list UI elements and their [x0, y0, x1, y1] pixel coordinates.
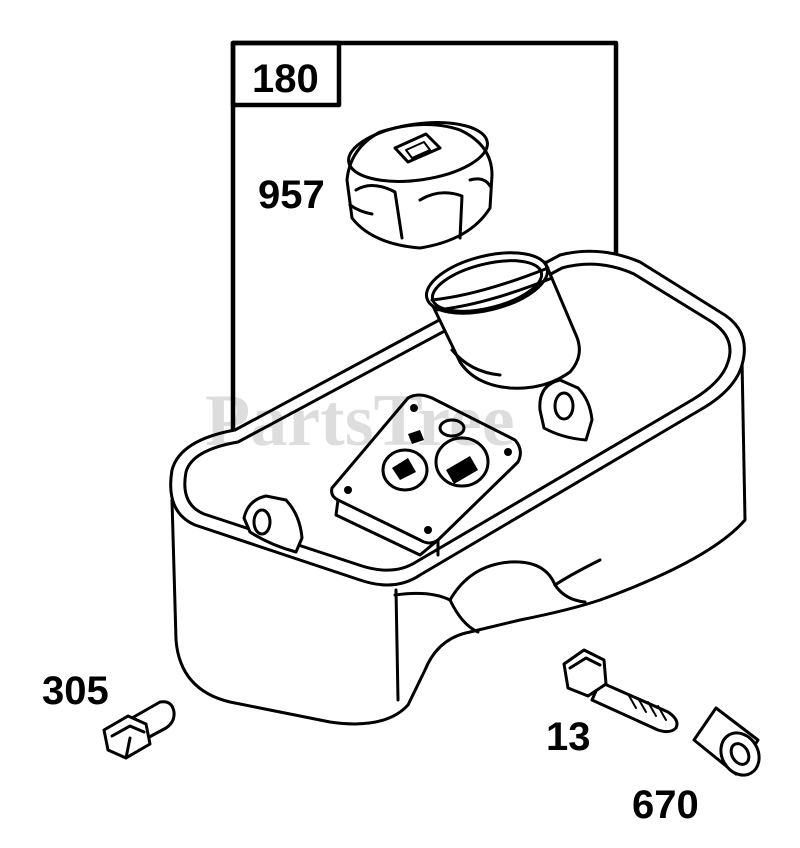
watermark-text: PartsTree: [205, 380, 515, 462]
spacer-670: [692, 706, 761, 777]
bolt-13: [562, 648, 679, 734]
carburetor-mount-plate: [330, 393, 522, 557]
kit-bracket-180: [230, 40, 619, 440]
fuel-cap-957: [345, 121, 494, 250]
label-957: 957: [258, 173, 325, 217]
label-13: 13: [546, 715, 591, 759]
label-180: 180: [252, 57, 319, 101]
screw-305: [102, 700, 176, 760]
filler-neck: [424, 251, 581, 390]
label-305: 305: [42, 669, 109, 713]
label-670: 670: [632, 783, 699, 827]
